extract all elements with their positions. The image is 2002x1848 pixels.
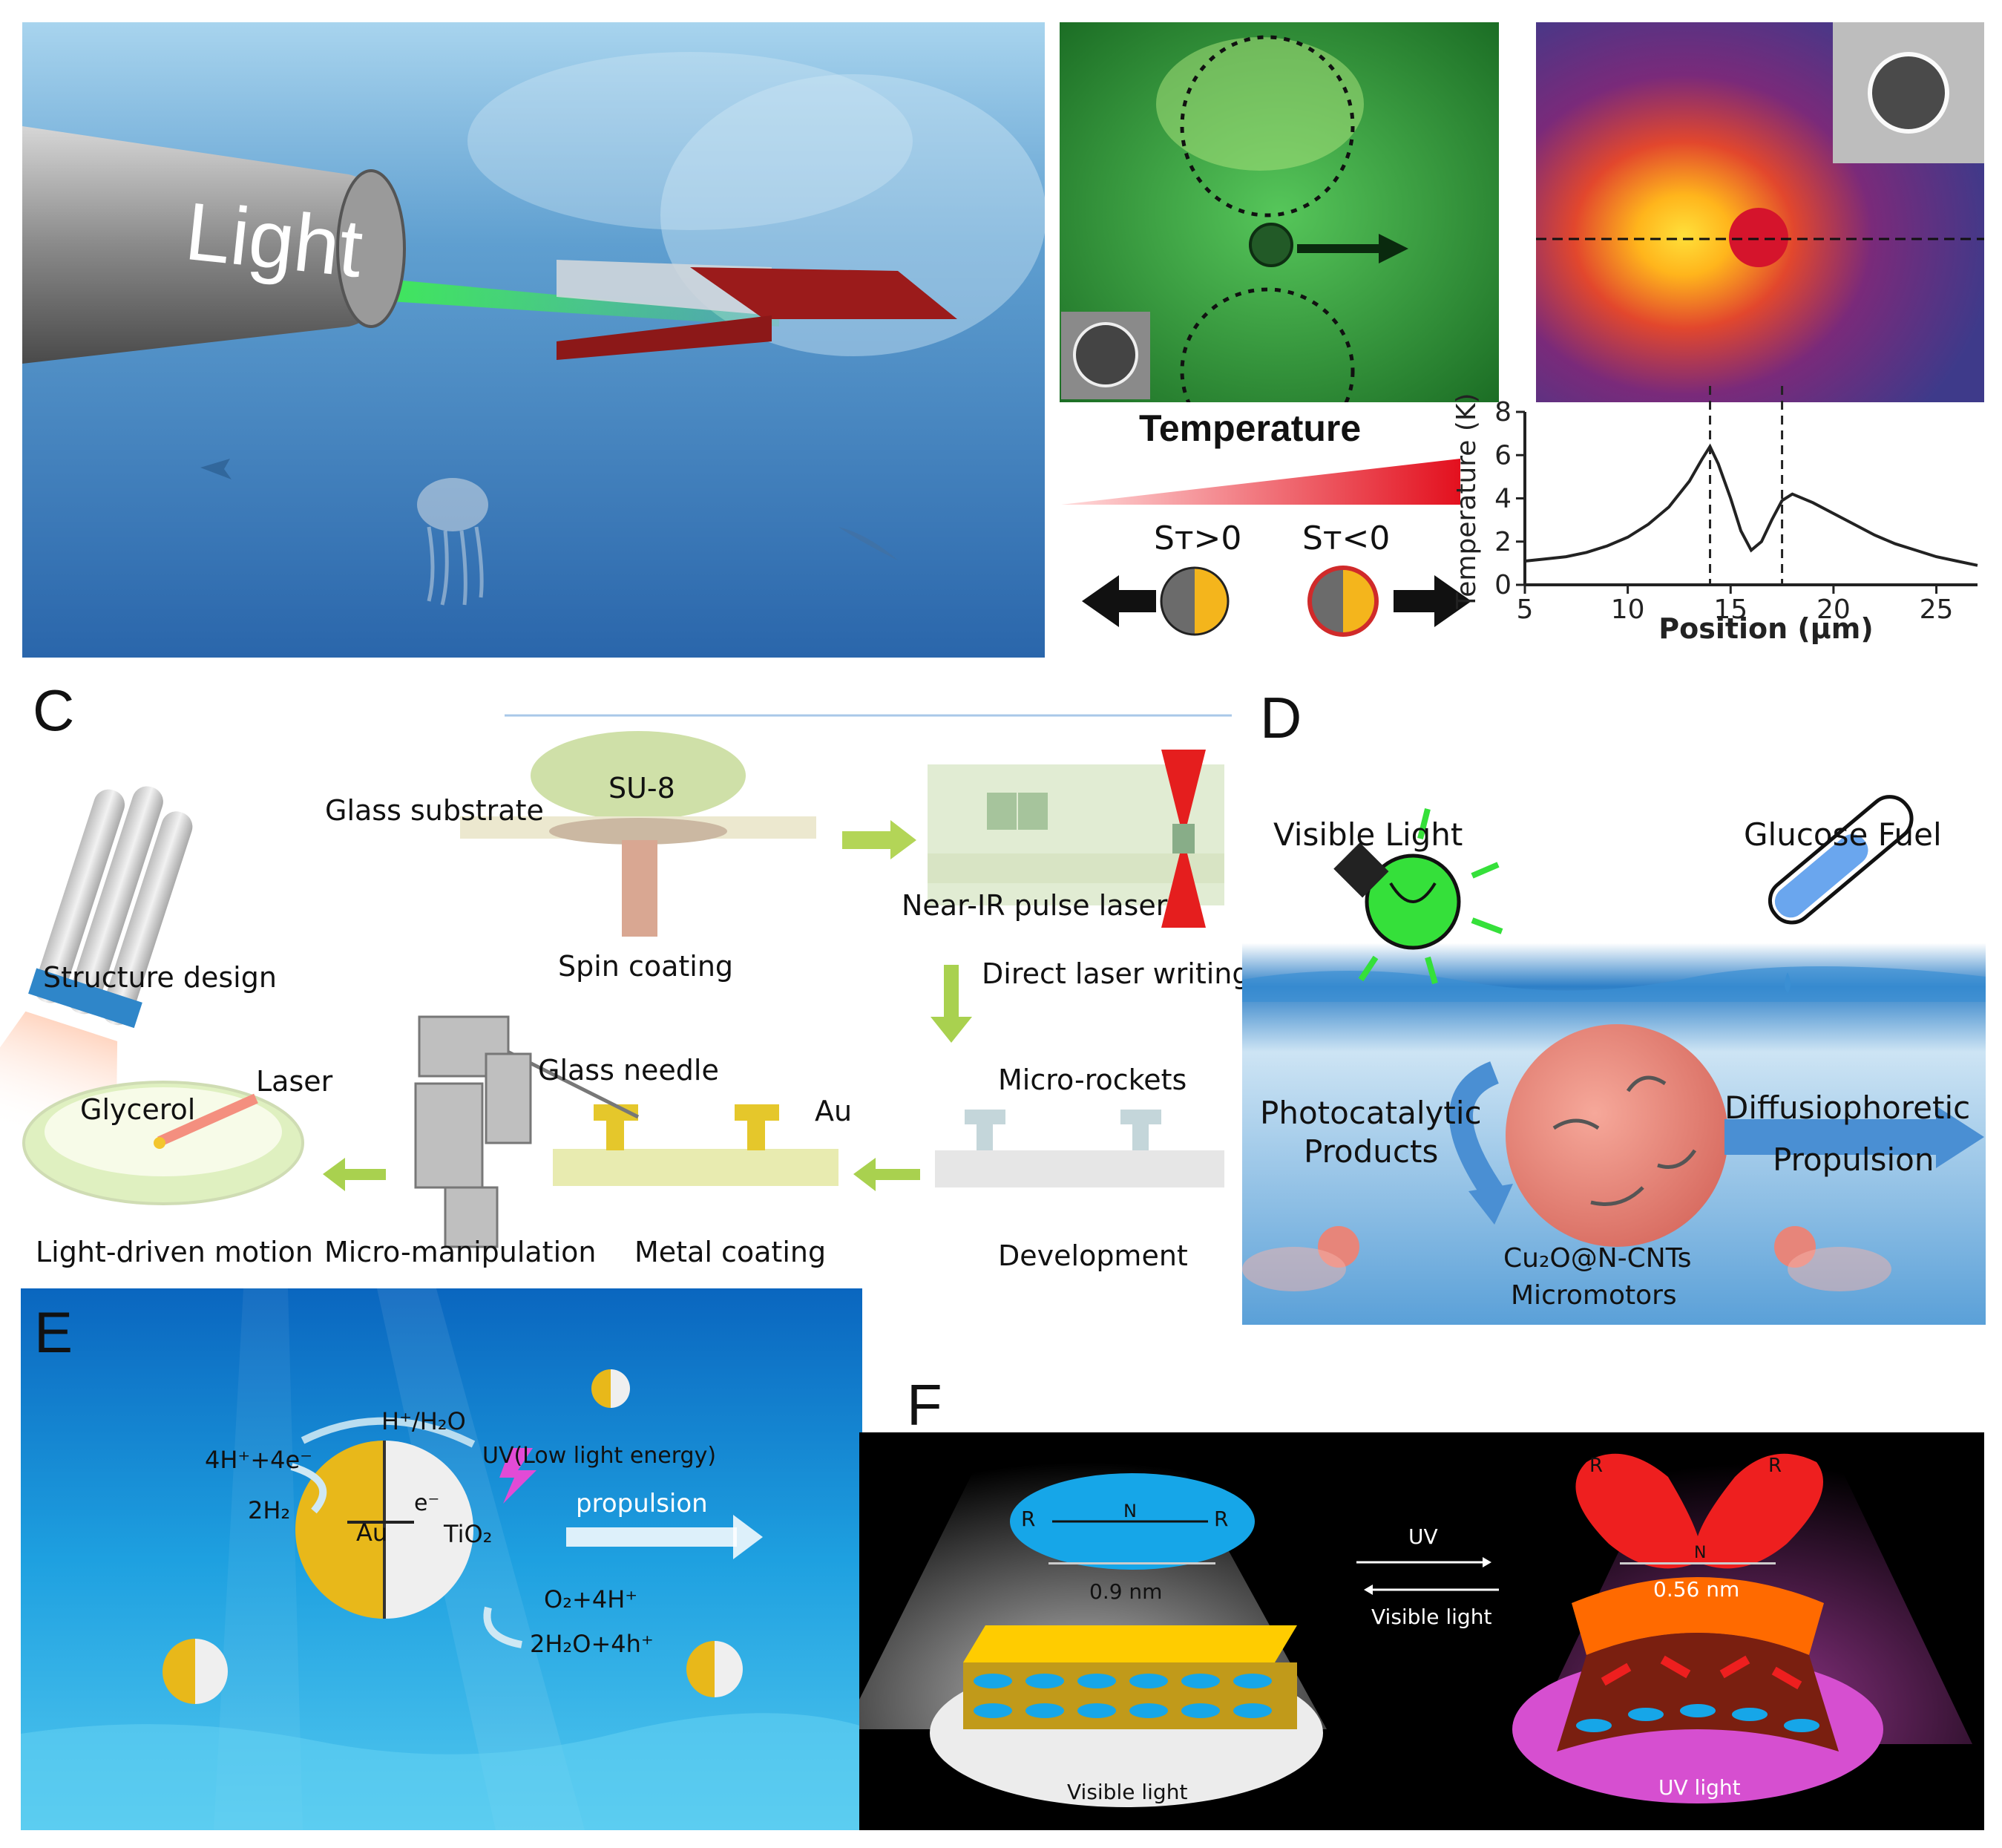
e-electron: e⁻	[414, 1490, 440, 1516]
chart-y-tick-label: 0	[1494, 570, 1512, 600]
panel-letter-d: D	[1260, 685, 1302, 750]
c-glass-needle: Glass needle	[538, 1054, 719, 1087]
f-n-trans: N	[1123, 1501, 1137, 1521]
temperature-profile-chart: 0 2 4 6 8 5 10 15 20 25 Temperature (K) Position …	[1454, 386, 1978, 645]
chart-x-tick-label: 5	[1517, 594, 1534, 625]
c-micro-rockets: Micro-rockets	[998, 1064, 1187, 1096]
c-direct-laser: Direct laser writing	[982, 957, 1250, 990]
panel-c-process-diagram	[0, 714, 1232, 1248]
panel-a: Light	[22, 22, 1045, 658]
soret-positive-label: Sт>0	[1154, 520, 1242, 557]
f-uv: UV	[1408, 1524, 1438, 1549]
chart-y-tick-label: 8	[1494, 397, 1512, 427]
chart-x-axis-label: Position (μm)	[1658, 612, 1873, 645]
chart-y-tick-label: 2	[1494, 527, 1512, 557]
f-visible-light-bottom: Visible light	[1067, 1780, 1188, 1804]
d-photocatalytic-2: Products	[1304, 1133, 1439, 1170]
e-o2: O₂+4H⁺	[544, 1585, 638, 1613]
c-development: Development	[998, 1239, 1188, 1272]
d-photocatalytic-1: Photocatalytic	[1260, 1095, 1482, 1131]
micromanipulator-icon	[414, 1015, 532, 1248]
d-visible-light: Visible Light	[1273, 816, 1463, 853]
c-su8: SU-8	[608, 772, 675, 805]
panel-letter-c: C	[33, 678, 75, 743]
soret-negative-label: Sт<0	[1302, 520, 1391, 557]
panel-e: E H⁺/H₂O UV(Low light energy) 4H⁺+4e⁻ 2H…	[21, 1288, 862, 1830]
temperature-profile-line	[1524, 443, 1978, 567]
janus-particle-positive	[1160, 566, 1230, 636]
light-beam	[378, 278, 779, 327]
c-laser: Laser	[256, 1065, 333, 1098]
c-micro-manipulation: Micro-manipulation	[324, 1236, 597, 1268]
d-diffusio-2: Propulsion	[1773, 1141, 1934, 1178]
d-micromotor-2: Micromotors	[1511, 1280, 1677, 1311]
panel-b-fluorescence	[1060, 22, 1499, 402]
chart-y-axis-label: Temperature (K)	[1454, 393, 1482, 609]
e-h4e: 4H⁺+4e⁻	[205, 1446, 313, 1474]
e-h2: 2H₂	[248, 1496, 291, 1524]
chart-x-tick-label: 10	[1611, 594, 1645, 625]
chart-x-tick-label: 20	[1816, 594, 1851, 625]
panel-b-thermal	[1536, 22, 1984, 402]
temperature-heading: Temperature	[1139, 407, 1362, 449]
micromotor-sphere	[1506, 1024, 1728, 1247]
c-near-ir: Near-IR pulse laser	[902, 889, 1168, 922]
pipette-icon	[1768, 795, 1914, 925]
d-diffusio-1: Diffusiophoretic	[1724, 1090, 1971, 1126]
f-dist-trans: 0.9 nm	[1089, 1579, 1163, 1604]
e-h-h2o: H⁺/H₂O	[381, 1407, 466, 1435]
e-propulsion: propulsion	[576, 1489, 708, 1518]
chart-x-tick-label: 15	[1713, 594, 1747, 625]
f-r-cis-right: R	[1768, 1455, 1782, 1477]
c-metal-coating: Metal coating	[634, 1236, 827, 1268]
e-au: Au	[356, 1518, 388, 1547]
f-r-cis-left: R	[1589, 1455, 1604, 1477]
f-r-left: R	[1021, 1507, 1036, 1531]
f-visible-light-arrow: Visible light	[1371, 1605, 1492, 1629]
c-structure-design: Structure design	[43, 961, 277, 994]
c-light-driven: Light-driven motion	[36, 1236, 313, 1268]
cis-azobenzene	[1575, 1453, 1823, 1569]
c-glycerol: Glycerol	[80, 1093, 196, 1126]
c-spin-coating: Spin coating	[558, 950, 734, 983]
panel-d: Visible Light Glucose Fuel Photocatalyti…	[1242, 779, 1986, 1325]
d-glucose-fuel: Glucose Fuel	[1744, 816, 1942, 853]
panel-f: R N R 0.9 nm UV Visible light R N R 0.56…	[859, 1432, 1984, 1830]
light-label: Light	[181, 185, 367, 295]
light-bulb-icon	[1333, 808, 1503, 985]
panel-letter-e: E	[34, 1300, 73, 1365]
e-uv-low: UV(Low light energy)	[482, 1443, 717, 1469]
chart-y-tick-label: 6	[1494, 440, 1512, 471]
panel-a-illustration	[22, 22, 1045, 658]
panel-letter-f: F	[907, 1372, 942, 1438]
arrow-right	[1394, 575, 1471, 627]
f-n-cis: N	[1694, 1544, 1707, 1562]
c-glass-substrate: Glass substrate	[325, 794, 544, 827]
arrow-left	[1082, 575, 1156, 627]
f-uv-light-bottom: UV light	[1658, 1775, 1741, 1800]
uv-bolt-icon	[499, 1448, 536, 1504]
light-source-cylinder	[22, 126, 397, 364]
e-h2o4h: 2H₂O+4h⁺	[530, 1630, 654, 1658]
f-r-right: R	[1214, 1507, 1229, 1531]
chart-x-tick-label: 25	[1920, 594, 1954, 625]
jellyfish	[417, 478, 488, 531]
janus-particle-negative	[1307, 566, 1379, 637]
chart-y-tick-label: 4	[1494, 484, 1512, 514]
d-micromotor-1: Cu₂O@N-CNTs	[1503, 1243, 1692, 1274]
c-au: Au	[815, 1095, 853, 1127]
f-dist-cis: 0.56 nm	[1653, 1577, 1740, 1602]
temperature-gradient-wedge	[1061, 459, 1471, 637]
e-tio2: TiO₂	[444, 1520, 493, 1548]
